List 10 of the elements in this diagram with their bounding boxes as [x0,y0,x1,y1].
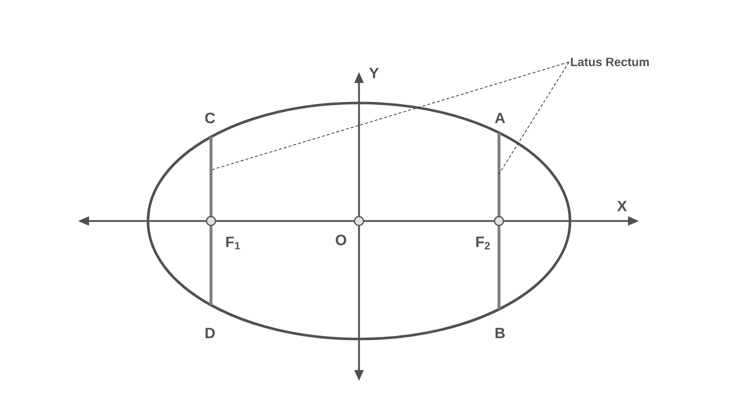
point-label: D [206,328,215,338]
latus-rectum-line [210,136,212,306]
leader-line [210,62,570,170]
callout-text: Latus Rectum [571,58,649,66]
point-label: O [336,234,346,246]
point-label: Y [369,68,379,78]
point-label: B [496,328,505,338]
point-label: X [617,200,627,212]
latus-rectum-line [498,132,500,310]
leader-line [498,62,570,174]
